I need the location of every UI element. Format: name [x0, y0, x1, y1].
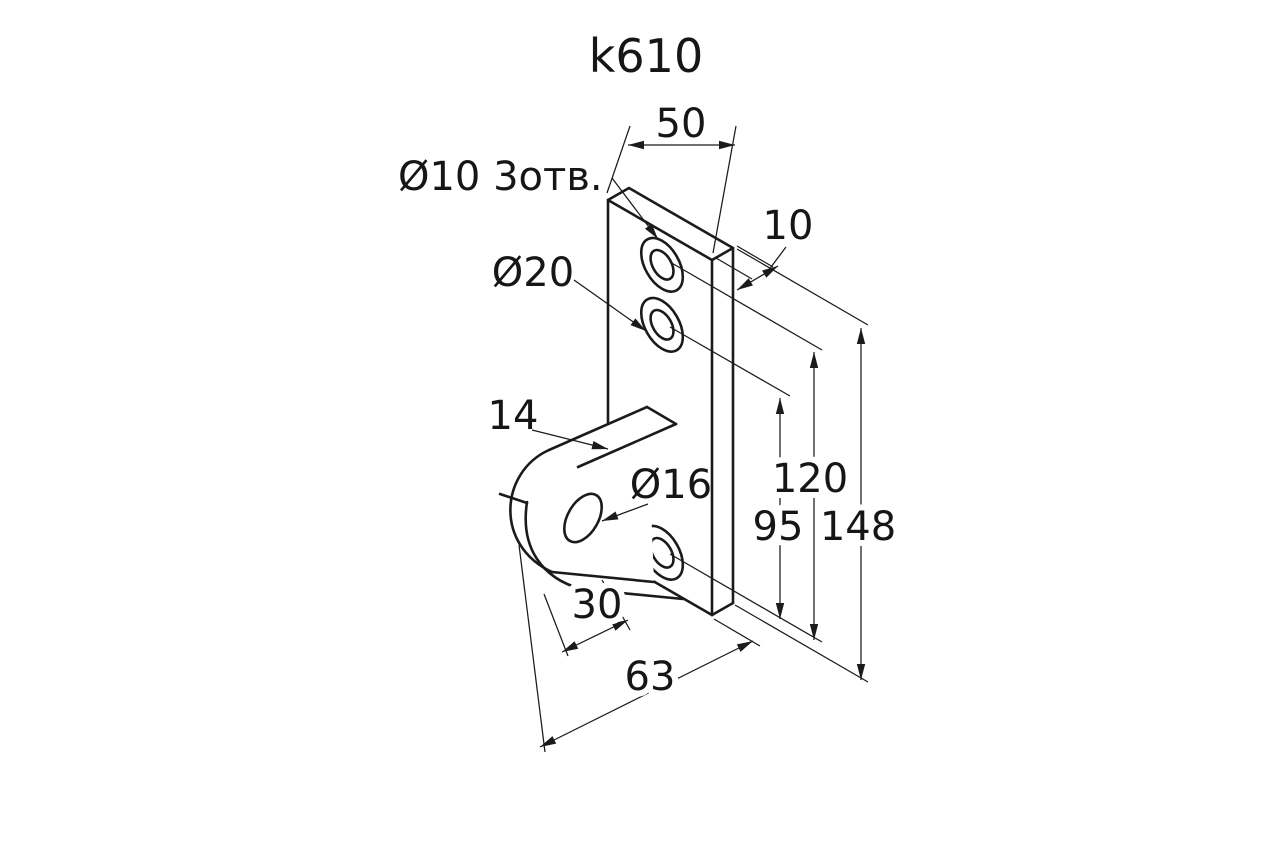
leader-dia16	[601, 503, 649, 522]
ext-line	[669, 553, 823, 643]
lug-end-silhouette	[498, 492, 529, 505]
lug-top-face	[549, 407, 676, 467]
dim-line	[736, 265, 779, 291]
leader-dia10-holes	[611, 177, 659, 240]
ext-line	[736, 248, 869, 326]
hole-middle-bore	[651, 305, 674, 345]
lug	[498, 405, 685, 601]
dia-20-label: Ø20	[492, 250, 574, 296]
ext-line	[518, 544, 546, 753]
dim-line	[539, 640, 754, 748]
plate-edge-top-front	[606, 198, 714, 262]
ext-line	[713, 618, 761, 647]
plate-edge-bottom-side	[710, 601, 735, 617]
dimension-95	[669, 326, 791, 619]
dimension-10	[715, 245, 787, 291]
lug-hole	[564, 486, 601, 551]
ext-line	[669, 261, 823, 351]
dim-95-label: 95	[753, 504, 804, 550]
dimension-148	[734, 248, 869, 683]
ext-line	[543, 593, 569, 657]
dimensions	[518, 125, 869, 753]
dim-10-label: 10	[763, 203, 814, 249]
dim-30-label: 30	[572, 582, 623, 628]
dia-16-label: Ø16	[630, 462, 712, 508]
plate-side-face	[712, 248, 733, 615]
ext-line	[734, 604, 869, 683]
ext-line	[736, 245, 774, 268]
hole-top-bore	[651, 245, 674, 285]
hole-top-counterbore	[641, 229, 683, 301]
hole-middle-counterbore	[641, 289, 683, 361]
dim-63-label: 63	[625, 654, 676, 700]
leader-dia20	[573, 279, 647, 332]
leader-line	[767, 246, 787, 272]
ext-line	[669, 326, 791, 397]
lug-edge-top-offset	[576, 422, 678, 469]
dimension-120	[669, 261, 823, 643]
dimension-63	[518, 544, 761, 753]
lug-edge-top-attach	[645, 405, 678, 426]
lug-edge-bottom-near	[550, 570, 656, 584]
lug-edge-bottom-offset	[579, 587, 685, 601]
dimension-50	[606, 125, 737, 254]
hole-dia16	[564, 486, 601, 551]
drawing-title: k610	[589, 29, 703, 83]
leader-14	[531, 429, 609, 450]
plate-edge-top-face	[606, 186, 735, 262]
dim-148-label: 148	[820, 504, 896, 550]
ext-line	[606, 125, 631, 194]
plate-top-face	[608, 188, 733, 260]
dim-120-label: 120	[772, 456, 848, 502]
holes-note-label: Ø10 3отв.	[398, 154, 603, 200]
lug-end-arc-near	[509, 448, 554, 574]
lug-edge-top-near	[547, 405, 649, 452]
dim-14-label: 14	[488, 393, 539, 439]
lug-end-arc-offset	[524, 500, 583, 591]
dim-50-label: 50	[656, 101, 707, 147]
